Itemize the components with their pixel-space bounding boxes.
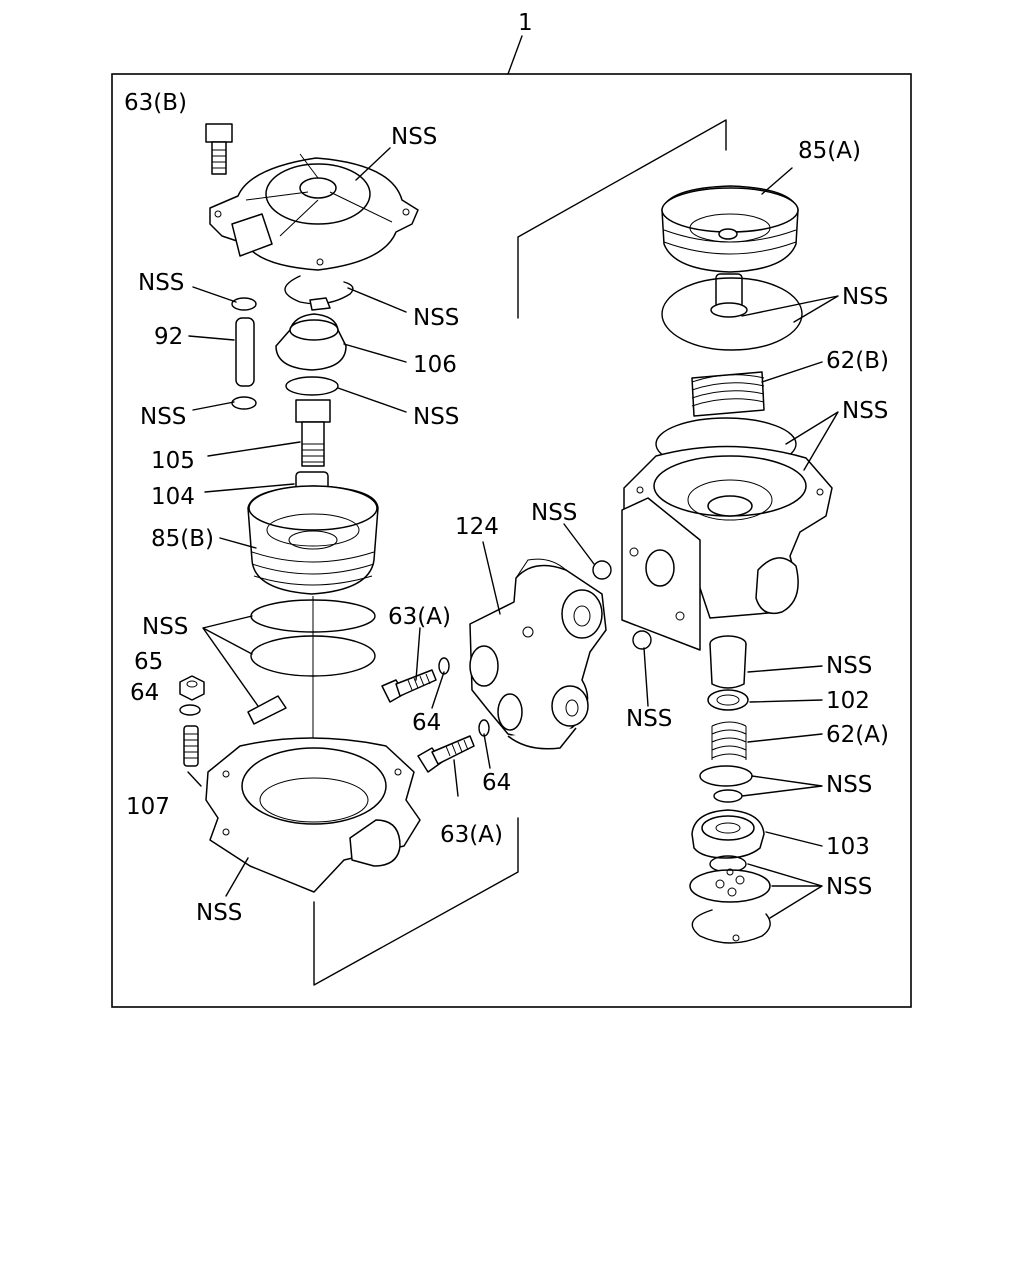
label-nss-bottom-right: NSS	[826, 874, 872, 900]
label-106: 106	[413, 352, 457, 378]
top-cover	[209, 153, 419, 271]
nut-65	[179, 675, 205, 701]
label-nss-valve-cap: NSS	[826, 653, 872, 679]
label-92: 92	[154, 324, 183, 350]
label-nss-oring-top: NSS	[138, 270, 184, 296]
cap-106	[275, 313, 347, 371]
label-104: 104	[151, 484, 195, 510]
label-65: 65	[134, 649, 163, 675]
oring-62a-lower	[713, 789, 743, 803]
body-124	[469, 558, 607, 750]
label-nss-cover: NSS	[391, 124, 437, 150]
label-105: 105	[151, 448, 195, 474]
bolt-63b	[205, 123, 233, 175]
oring-106	[285, 376, 339, 396]
washer-64-left	[179, 704, 201, 716]
stud-107	[183, 725, 199, 767]
label-103: 103	[826, 834, 870, 860]
label-nss-ring-62b: NSS	[842, 398, 888, 424]
valve-cap	[709, 635, 747, 689]
bottom-bracket-line	[313, 817, 519, 986]
label-nss-oring-106: NSS	[413, 404, 459, 430]
label-64-left: 64	[130, 680, 159, 706]
label-nss-pin-bottom: NSS	[140, 404, 186, 430]
spring-62b	[691, 371, 765, 417]
label-62a: 62(A)	[826, 722, 889, 748]
label-107: 107	[126, 794, 170, 820]
oring-top-left	[231, 297, 257, 311]
diagram-frame	[111, 73, 912, 1008]
assembly-label: 1	[518, 10, 533, 36]
label-nss-bottom-housing: NSS	[196, 900, 242, 926]
oring-bottom-left	[231, 396, 257, 410]
stem-105	[295, 399, 331, 467]
flange-plate	[621, 497, 701, 651]
label-102: 102	[826, 688, 870, 714]
label-124: 124	[455, 514, 499, 540]
label-nss-ring-85a: NSS	[842, 284, 888, 310]
label-nss-seals-left: NSS	[142, 614, 188, 640]
label-nss-clip-top: NSS	[413, 305, 459, 331]
piston-85b	[247, 485, 379, 595]
plate-bottom-right	[689, 868, 771, 903]
label-85b: 85(B)	[151, 526, 214, 552]
clip-tab	[309, 297, 331, 311]
bolt-63a-upper	[381, 669, 437, 703]
label-63a-bottom: 63(A)	[440, 822, 503, 848]
spring-62a	[711, 721, 747, 760]
ring-85a-nss	[661, 277, 803, 351]
leader-lines	[187, 147, 839, 919]
label-64-mid-top: 64	[412, 710, 441, 736]
oring-body-upper	[592, 560, 612, 580]
bottom-housing	[205, 737, 421, 893]
label-nss-oring-body-lower: NSS	[626, 706, 672, 732]
label-64-mid-bottom: 64	[482, 770, 511, 796]
label-63b: 63(B)	[124, 90, 187, 116]
ring-102	[707, 689, 749, 711]
oring-body-lower	[632, 630, 652, 650]
label-62b: 62(B)	[826, 348, 889, 374]
bolt-63a-lower	[417, 735, 475, 773]
label-85a: 85(A)	[798, 138, 861, 164]
top-bracket-line	[517, 119, 727, 319]
shaft-85a	[710, 273, 748, 318]
label-nss-oring-body: NSS	[531, 500, 577, 526]
cap-103	[691, 809, 765, 859]
pin-92	[235, 317, 255, 387]
oring-62a-upper	[699, 765, 753, 787]
piston-85a	[661, 185, 799, 273]
snap-ring-bottom	[691, 909, 771, 944]
label-63a-top: 63(A)	[388, 604, 451, 630]
key-segment	[247, 695, 287, 725]
label-nss-oring-62a: NSS	[826, 772, 872, 798]
assembly-leader	[507, 35, 523, 75]
